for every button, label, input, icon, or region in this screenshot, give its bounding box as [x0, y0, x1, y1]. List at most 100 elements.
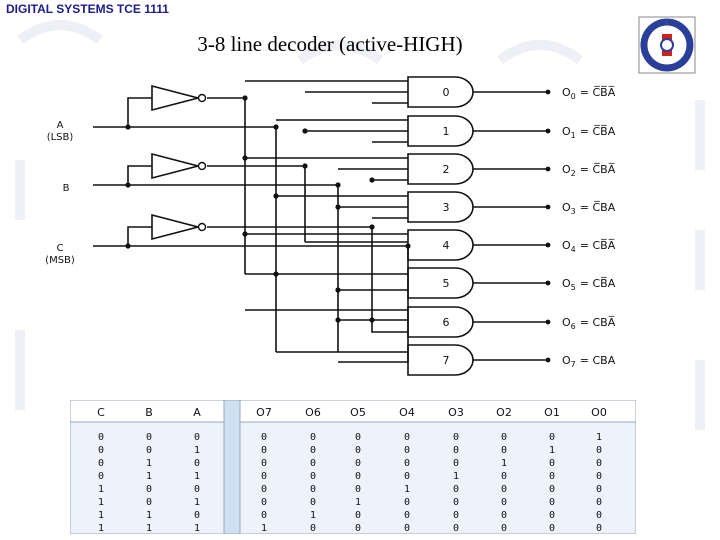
- truth-table-cell: 0: [310, 484, 316, 495]
- truth-table-cell: 0: [549, 432, 555, 443]
- truth-table-cell: 0: [453, 510, 459, 521]
- truth-table-cell: 0: [355, 432, 361, 443]
- truth-table-cell: 0: [261, 432, 267, 443]
- truth-table-cell: 0: [501, 497, 507, 508]
- truth-table-header: O2: [496, 406, 512, 419]
- truth-table-cell: 0: [98, 471, 104, 482]
- truth-table-header: B: [145, 406, 153, 419]
- inverter-a: [151, 84, 202, 112]
- gate-number-1: 1: [443, 125, 450, 138]
- truth-table-cell: 0: [355, 458, 361, 469]
- truth-table-cell: 0: [310, 471, 316, 482]
- truth-table-cell: 1: [98, 510, 104, 521]
- truth-table-cell: 0: [261, 484, 267, 495]
- truth-table-cell: 0: [310, 497, 316, 508]
- truth-table-cell: 0: [453, 497, 459, 508]
- truth-table-cell: 1: [404, 484, 410, 495]
- truth-table-header: O0: [591, 406, 607, 419]
- truth-table-cell: 0: [501, 445, 507, 456]
- truth-table-cell: 0: [310, 445, 316, 456]
- truth-table-cell: 1: [549, 445, 555, 456]
- truth-table-cell: 0: [596, 458, 602, 469]
- truth-table-cell: 0: [355, 471, 361, 482]
- truth-table-cell: 1: [596, 432, 602, 443]
- decoder-circuit: A (LSB) B C (MSB) 0 1 2 3 4 5 6 7 O0= C̅…: [45, 76, 616, 376]
- and-gate-2: [407, 153, 474, 185]
- truth-table-cell: 0: [261, 445, 267, 456]
- inverter-b: [151, 152, 202, 180]
- truth-table-cell: 0: [146, 445, 152, 456]
- output-label-0: O0= C̅B̅A̅: [562, 86, 616, 101]
- truth-table-cell: 0: [404, 458, 410, 469]
- truth-table-cell: 1: [355, 497, 361, 508]
- truth-table-cell: 0: [194, 458, 200, 469]
- truth-table-cell: 0: [194, 484, 200, 495]
- truth-table-cell: 0: [404, 432, 410, 443]
- truth-table-cell: 0: [310, 432, 316, 443]
- input-label-c: C: [57, 243, 64, 254]
- truth-table-cell: 0: [501, 432, 507, 443]
- truth-table-cell: 0: [261, 471, 267, 482]
- and-gate-0: [407, 76, 474, 108]
- truth-table-header: O4: [399, 406, 415, 419]
- truth-table-header: O1: [544, 406, 560, 419]
- input-label-b: B: [63, 183, 70, 194]
- truth-table-header: A: [193, 406, 201, 419]
- truth-table-cell: 0: [404, 523, 410, 534]
- truth-table-cell: 1: [98, 497, 104, 508]
- truth-table-header: O6: [305, 406, 321, 419]
- and-gate-7: [407, 344, 474, 376]
- truth-table-cell: 0: [596, 497, 602, 508]
- truth-table-cell: 1: [194, 523, 200, 534]
- truth-table-cell: 0: [404, 497, 410, 508]
- truth-table-cell: 0: [146, 484, 152, 495]
- truth-table-cell: 0: [549, 471, 555, 482]
- truth-table-cell: 1: [146, 523, 152, 534]
- truth-table-cell: 1: [194, 497, 200, 508]
- and-gate-6: [407, 306, 474, 338]
- truth-table-cell: 0: [355, 445, 361, 456]
- truth-table-cell: 0: [549, 497, 555, 508]
- truth-table-cell: 1: [261, 523, 267, 534]
- input-note-a: (LSB): [47, 132, 74, 143]
- university-logo-icon: [638, 16, 696, 74]
- truth-table-cell: 0: [549, 458, 555, 469]
- truth-table-cell: 0: [98, 432, 104, 443]
- truth-table-cell: 0: [596, 445, 602, 456]
- truth-table-cell: 0: [501, 510, 507, 521]
- truth-table-cell: 0: [501, 484, 507, 495]
- truth-table-cell: 0: [501, 523, 507, 534]
- truth-table-cell: 0: [355, 510, 361, 521]
- truth-table-cell: 0: [310, 523, 316, 534]
- inverter-c: [151, 213, 202, 241]
- truth-table-header: O5: [350, 406, 366, 419]
- gate-number-4: 4: [443, 239, 450, 252]
- output-label-5: O5= CB̅A: [562, 277, 616, 292]
- truth-table-cell: 0: [501, 471, 507, 482]
- gate-number-6: 6: [443, 316, 450, 329]
- truth-table-cell: 0: [453, 458, 459, 469]
- output-label-6: O6= CBA̅: [562, 316, 616, 331]
- truth-table-header: O3: [448, 406, 464, 419]
- truth-table-cell: 0: [453, 523, 459, 534]
- truth-table-cell: 0: [453, 484, 459, 495]
- gate-number-7: 7: [443, 354, 450, 367]
- truth-table-cell: 0: [355, 484, 361, 495]
- truth-table-cell: 0: [453, 445, 459, 456]
- gate-number-3: 3: [443, 201, 450, 214]
- gate-number-2: 2: [443, 163, 450, 176]
- output-label-1: O1= C̅B̅A: [562, 125, 616, 140]
- truth-table-header: O7: [256, 406, 272, 419]
- input-note-c: (MSB): [45, 255, 75, 266]
- output-label-4: O4= CB̅A̅: [562, 239, 616, 254]
- truth-table-cell: 0: [146, 432, 152, 443]
- truth-table-cell: 1: [501, 458, 507, 469]
- truth-table-cell: 0: [261, 510, 267, 521]
- truth-table-cell: 0: [310, 458, 316, 469]
- slide-title: 3-8 line decoder (active-HIGH): [197, 32, 463, 56]
- truth-table-cell: 1: [98, 484, 104, 495]
- output-label-7: O7= CBA: [562, 354, 616, 369]
- truth-table-cell: 1: [194, 471, 200, 482]
